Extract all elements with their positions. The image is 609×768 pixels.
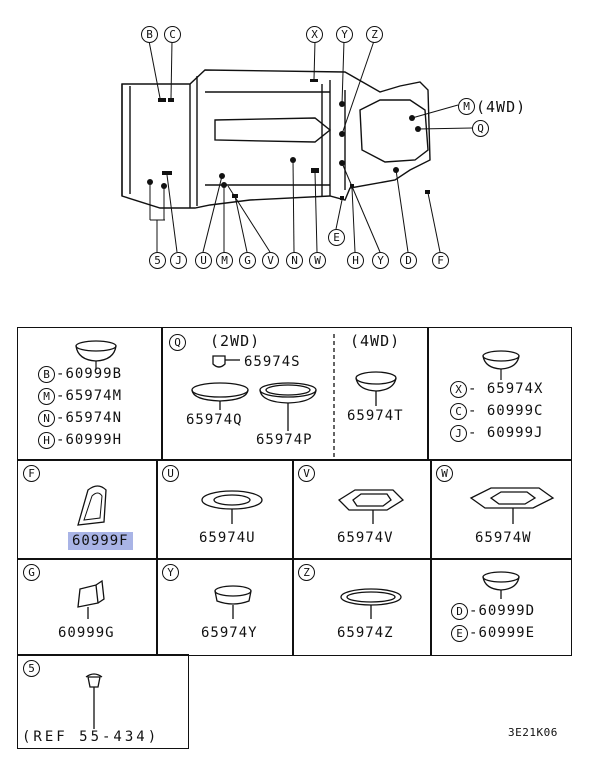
cell-v: V 65974V	[292, 459, 432, 560]
part-60999f[interactable]: 60999F	[68, 532, 133, 550]
part-65974p: 65974P	[256, 432, 313, 448]
label-v: V	[298, 465, 315, 482]
frame-diagram	[121, 40, 473, 253]
callout-n: N	[286, 252, 303, 269]
label-f: F	[23, 465, 40, 482]
callout-j: J	[170, 252, 187, 269]
label-b: B	[38, 366, 55, 383]
part-65974s: 65974S	[244, 354, 301, 370]
grommet-icon	[75, 340, 117, 370]
part-60999b: -60999B	[56, 366, 123, 382]
label-c: C	[450, 403, 467, 420]
cell-d-e: D -60999D E -60999E	[430, 558, 572, 656]
part-65974z: 65974Z	[337, 625, 394, 641]
part-65974v: 65974V	[337, 530, 394, 546]
callout-m-right: M	[458, 98, 475, 115]
callout-m: M	[216, 252, 233, 269]
cell-g: G 60999G	[17, 558, 158, 656]
plug-group-q	[191, 334, 397, 458]
callout-z-top: Z	[366, 26, 383, 43]
plug-z-icon	[340, 588, 402, 619]
callout-d: D	[400, 252, 417, 269]
label-e: E	[451, 625, 468, 642]
figure-code: 3E21K06	[508, 726, 558, 739]
callout-y-top: Y	[336, 26, 353, 43]
callout-5: 5	[149, 252, 166, 269]
label-q: Q	[169, 334, 186, 351]
screw-5-icon	[85, 673, 103, 729]
heading-4wd: (4WD)	[350, 332, 401, 350]
label-h: H	[38, 432, 55, 449]
label-x: X	[450, 381, 467, 398]
callout-g: G	[239, 252, 256, 269]
label-n: N	[38, 410, 55, 427]
label-z: Z	[298, 564, 315, 581]
callout-v: V	[262, 252, 279, 269]
label-5: 5	[23, 660, 40, 677]
part-65974y: 65974Y	[201, 625, 258, 641]
cell-5: 5 (REF 55-434)	[17, 654, 189, 749]
cell-u: U 65974U	[156, 459, 294, 560]
part-60999e: -60999E	[469, 625, 536, 641]
callout-w: W	[309, 252, 326, 269]
cell-f: F 60999F	[17, 459, 158, 560]
plug-u-icon	[201, 490, 263, 524]
cover-f-icon	[77, 485, 107, 526]
label-j: J	[450, 425, 467, 442]
part-60999g: 60999G	[58, 625, 115, 641]
plug-w-icon	[469, 487, 555, 524]
callout-h: H	[347, 252, 364, 269]
callout-u: U	[195, 252, 212, 269]
label-w: W	[436, 465, 453, 482]
label-u: U	[162, 465, 179, 482]
callout-b-top: B	[141, 26, 158, 43]
label-m: M	[38, 388, 55, 405]
plug-y-icon	[214, 585, 252, 619]
cell-q: Q (2WD) (4WD) 65974S 65974Q 65974P 65974…	[161, 327, 429, 461]
part-65974m: -65974M	[56, 388, 123, 404]
part-65974u: 65974U	[199, 530, 256, 546]
cell-y: Y 65974Y	[156, 558, 294, 656]
cell-b-m-n-h: B -60999B M -65974M N -65974N H -60999H	[17, 327, 163, 461]
label-y: Y	[162, 564, 179, 581]
grommet-icon-2	[482, 350, 520, 380]
part-65974q: 65974Q	[186, 412, 243, 428]
part-60999d: -60999D	[469, 603, 536, 619]
part-65974x: - 65974X	[468, 381, 544, 397]
callout-e: E	[328, 229, 345, 246]
ref-55-434: (REF 55-434)	[22, 729, 160, 745]
heading-2wd: (2WD)	[210, 332, 261, 350]
callout-q-right: Q	[472, 120, 489, 137]
callout-y-bottom: Y	[372, 252, 389, 269]
label-d: D	[451, 603, 468, 620]
cell-z: Z 65974Z	[292, 558, 432, 656]
part-65974t: 65974T	[347, 408, 404, 424]
callout-x-top: X	[306, 26, 323, 43]
part-65974n: -65974N	[56, 410, 123, 426]
part-60999j: - 60999J	[468, 425, 544, 441]
cell-x-c-j: X - 65974X C - 60999C J - 60999J	[427, 327, 572, 461]
part-60999c: - 60999C	[468, 403, 544, 419]
cell-w: W 65974W	[430, 459, 572, 560]
grommet-de-icon	[482, 571, 520, 599]
part-60999h: -60999H	[56, 432, 123, 448]
plug-v-icon	[337, 489, 405, 524]
part-65974w: 65974W	[475, 530, 532, 546]
callout-f: F	[432, 252, 449, 269]
callout-c-top: C	[164, 26, 181, 43]
callout-m-note: (4WD)	[476, 98, 527, 116]
clip-g-icon	[77, 579, 105, 619]
label-g: G	[23, 564, 40, 581]
